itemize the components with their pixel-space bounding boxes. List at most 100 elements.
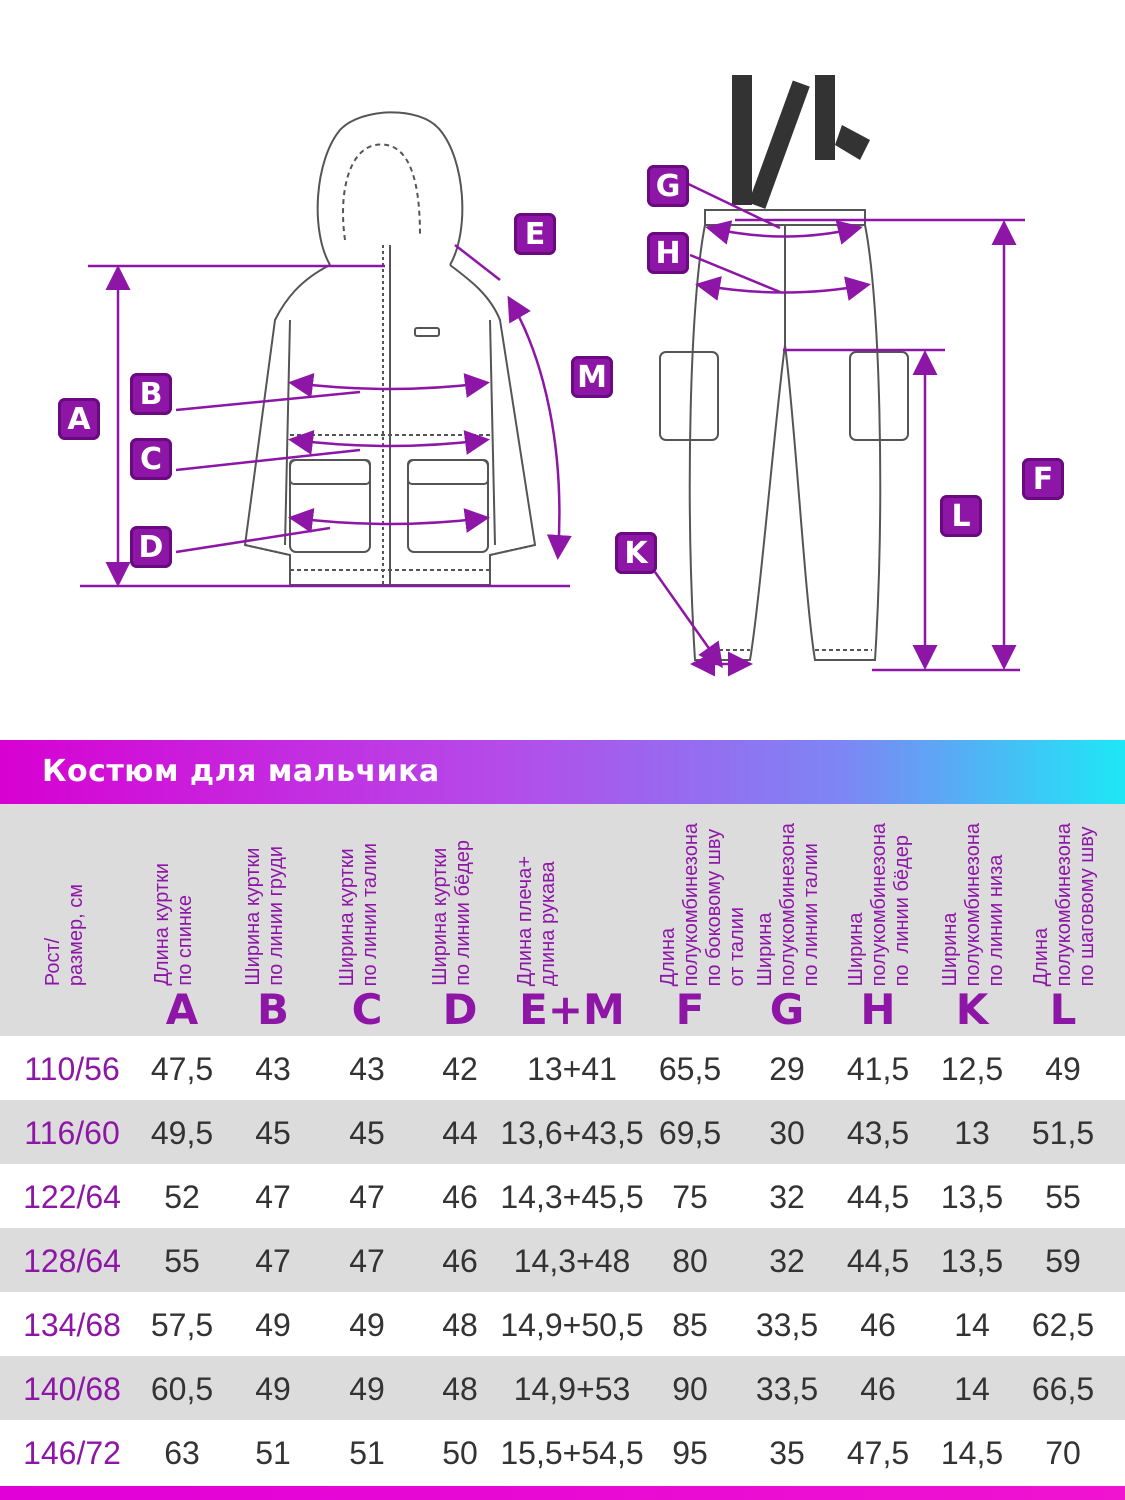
measurement-cell: 42 (442, 1051, 478, 1087)
measurement-cell: 47,5 (150, 1051, 214, 1087)
size-cell: 122/64 (23, 1179, 121, 1215)
measurement-cell: 47 (255, 1179, 291, 1215)
measurement-cell: 85 (672, 1307, 708, 1343)
measurement-cell: 13+41 (527, 1051, 617, 1087)
header-desc-f: Длина полукомбинезона по боковому шву от… (656, 822, 748, 986)
label-m-marker: M (571, 356, 613, 398)
label-h-marker: H (647, 232, 689, 274)
measurement-cell: 44,5 (846, 1179, 910, 1215)
measurement-cell: 43 (255, 1051, 291, 1087)
header-col-f: Длина полукомбинезона по боковому шву от… (643, 804, 748, 1036)
header-desc-em: Длина плеча+ длина рукава (513, 855, 559, 986)
label-l-marker: L (940, 495, 982, 537)
header-letter-a: A (165, 985, 199, 1034)
measurement-cell: 69,5 (658, 1115, 722, 1151)
label-b-marker: B (130, 373, 172, 415)
measurement-cell: 47 (255, 1243, 291, 1279)
measurement-cell: 48 (442, 1371, 478, 1407)
measurement-cell: 41,5 (846, 1051, 910, 1087)
header-letter-c: C (351, 985, 383, 1034)
measurement-cell: 44 (442, 1115, 478, 1151)
measurement-cell: 62,5 (1031, 1307, 1095, 1343)
measurement-cell: 80 (672, 1243, 708, 1279)
measurement-cell: 47 (349, 1243, 385, 1279)
size-cell: 110/56 (24, 1051, 120, 1087)
header-col-size: Рост/ размер, см (2, 804, 142, 1036)
size-cell: 146/72 (23, 1435, 121, 1471)
measurement-cell: 52 (164, 1179, 200, 1215)
measurement-cell: 63 (164, 1435, 200, 1471)
measurement-cell: 49 (1045, 1051, 1081, 1087)
measurement-cell: 12,5 (940, 1051, 1004, 1087)
header-desc-l: Длина полукомбинезона по шаговому шву (1029, 822, 1098, 986)
measurement-cell: 13,5 (940, 1179, 1004, 1215)
measurement-cell: 47 (349, 1179, 385, 1215)
measurement-cell: 32 (769, 1243, 805, 1279)
measurement-cell: 32 (769, 1179, 805, 1215)
measurement-cell: 14 (954, 1307, 990, 1343)
measurement-cell: 51 (349, 1435, 385, 1471)
header-letter-g: G (769, 985, 805, 1034)
header-desc-k: Ширина полукомбинезона по линии низа (938, 822, 1007, 986)
table-title: Костюм для мальчика (42, 754, 440, 789)
measurement-cell: 75 (672, 1179, 708, 1215)
measurement-cell: 13,6+43,5 (500, 1115, 644, 1151)
measurement-cell: 44,5 (846, 1243, 910, 1279)
measurement-cell: 95 (672, 1435, 708, 1471)
size-diagram: A B C D E M G H F L K (0, 0, 1125, 720)
measurement-cell: 90 (672, 1371, 708, 1407)
measurement-cell: 49 (349, 1307, 385, 1343)
header-desc-size: Рост/ размер, см (42, 883, 87, 986)
size-cell: 140/68 (23, 1371, 121, 1407)
measurement-cell: 60,5 (150, 1371, 214, 1407)
header-desc-b: Ширина куртки по линии груди (242, 846, 287, 986)
measurement-cell: 14,5 (940, 1435, 1004, 1471)
label-k-marker: K (615, 532, 657, 574)
measurement-cell: 59 (1045, 1243, 1081, 1279)
measurement-cell: 55 (1045, 1179, 1081, 1215)
header-desc-c: Ширина куртки по линии талии (336, 842, 381, 986)
measurement-cell: 14,3+48 (513, 1243, 631, 1279)
measurement-cell: 35 (769, 1435, 805, 1471)
measurement-cell: 43 (349, 1051, 385, 1087)
label-f-marker: F (1022, 458, 1064, 500)
measurement-cell: 30 (769, 1115, 805, 1151)
measurement-cell: 14,3+45,5 (500, 1179, 644, 1215)
table-title-bar: Костюм для мальчика (0, 740, 1125, 804)
measurement-cell: 65,5 (658, 1051, 722, 1087)
bottom-accent-bar (0, 1486, 1125, 1500)
measurement-cell: 48 (442, 1307, 478, 1343)
header-letter-b: B (256, 985, 289, 1034)
measurement-cell: 46 (442, 1243, 478, 1279)
measurement-cell: 13,5 (940, 1243, 1004, 1279)
label-e-marker: E (514, 213, 556, 255)
measurement-cell: 66,5 (1031, 1371, 1095, 1407)
suspenders-drawing (732, 75, 870, 209)
measurement-cell: 13 (954, 1115, 990, 1151)
size-cell: 134/68 (23, 1307, 121, 1343)
measurement-cell: 49 (255, 1371, 291, 1407)
measurement-cell: 14,9+50,5 (500, 1307, 644, 1343)
header-letter-em: E+M (519, 985, 625, 1034)
garment-sketch (80, 75, 1025, 677)
pants-drawing (659, 209, 909, 661)
label-c-marker: C (130, 438, 172, 480)
size-cell: 128/64 (23, 1243, 121, 1279)
measurement-cell: 14 (954, 1371, 990, 1407)
header-desc-a: Длина куртки по спинке (151, 863, 196, 986)
measurement-cell: 57,5 (150, 1307, 214, 1343)
